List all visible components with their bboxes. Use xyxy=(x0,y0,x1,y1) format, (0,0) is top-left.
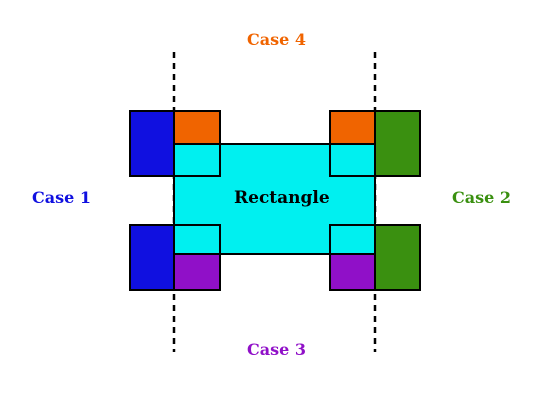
top-right-case4-part xyxy=(329,110,376,145)
bottom-left-case1-part xyxy=(129,224,175,291)
case1-label: Case 1 xyxy=(32,188,91,207)
top-right-overlap-part xyxy=(329,143,376,177)
top-left-case1-part xyxy=(129,110,175,177)
top-right-case2-part xyxy=(374,110,421,177)
case3-label: Case 3 xyxy=(247,340,306,359)
top-left-overlap-part xyxy=(173,143,221,177)
rectangle-label: Rectangle xyxy=(234,188,330,208)
bottom-left-case3-part xyxy=(173,253,221,291)
case2-label: Case 2 xyxy=(452,188,511,207)
top-left-case4-part xyxy=(173,110,221,145)
bottom-right-overlap-part xyxy=(329,224,376,255)
bottom-left-overlap-part xyxy=(173,224,221,255)
bottom-right-case2-part xyxy=(374,224,421,291)
bottom-right-case3-part xyxy=(329,253,376,291)
case4-label: Case 4 xyxy=(247,30,306,49)
